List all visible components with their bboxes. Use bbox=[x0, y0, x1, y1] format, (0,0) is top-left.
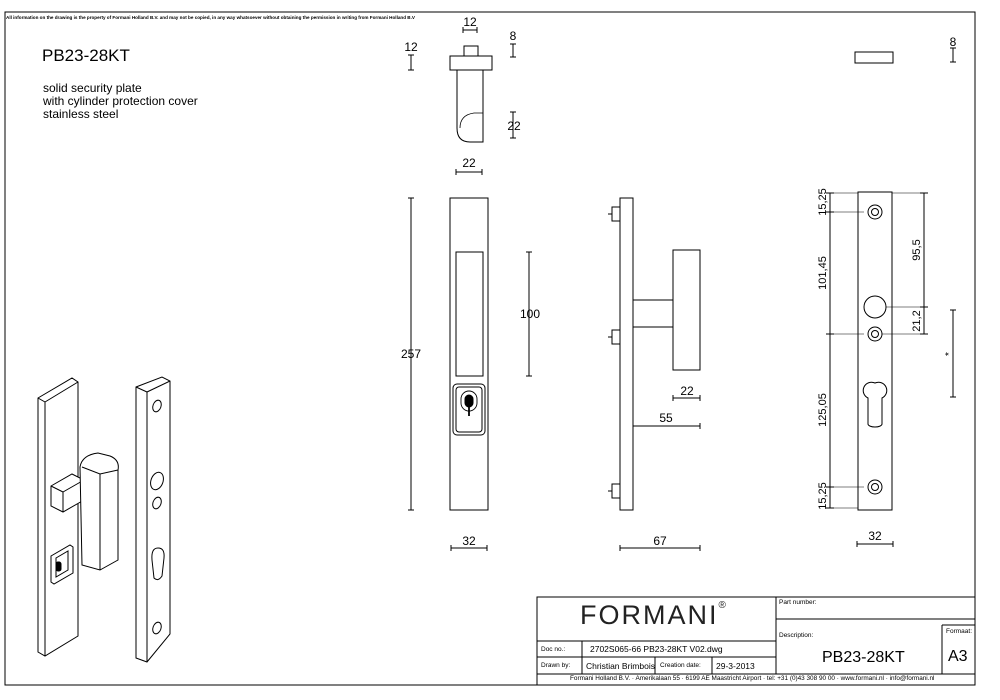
dim-back-width: 32 bbox=[856, 529, 894, 547]
dim-label: 8 bbox=[950, 35, 957, 49]
dim-label: 95,5 bbox=[911, 239, 923, 260]
brand-logo: FORMANI® bbox=[580, 600, 728, 631]
dim-total-depth: 67 bbox=[619, 534, 701, 551]
plate-section bbox=[854, 51, 894, 64]
product-code: PB23-28KT bbox=[42, 46, 130, 65]
description-line: stainless steel bbox=[43, 107, 119, 121]
description-value: PB23-28KT bbox=[822, 649, 905, 666]
description-line: with cylinder protection cover bbox=[43, 94, 198, 108]
disclaimer-text: All information on the drawing is the pr… bbox=[6, 15, 415, 20]
doc-no-value: 2702S065-66 PB23-28KT V02.dwg bbox=[590, 644, 723, 654]
format-label: Formaat: bbox=[946, 628, 973, 635]
dim-label: 100 bbox=[520, 307, 540, 321]
product-description: solid security plate with cylinder prote… bbox=[43, 82, 198, 121]
dim-knob-width: 22 bbox=[455, 156, 483, 175]
dim-label: 22 bbox=[462, 156, 476, 170]
dim-plate-thickness: 8 bbox=[950, 35, 957, 63]
back-right-dim-chain bbox=[882, 192, 956, 398]
dim-knob-depth-top: 8 bbox=[510, 29, 517, 58]
dim-label: 22 bbox=[680, 384, 694, 398]
title-block bbox=[536, 596, 976, 686]
back-left-dim-chain bbox=[826, 192, 864, 509]
dim-handle-thickness: 22 bbox=[672, 384, 701, 401]
drawing-border bbox=[4, 11, 976, 686]
format-value: A3 bbox=[948, 648, 968, 665]
dim-projection: 55 bbox=[632, 411, 701, 429]
doc-no-label: Doc no.: bbox=[541, 646, 566, 653]
dim-cap-width: 12 bbox=[462, 15, 478, 33]
isometric-view bbox=[37, 376, 171, 663]
front-view bbox=[449, 197, 489, 511]
dim-knob-depth-side: 22 bbox=[507, 111, 521, 139]
dim-label: 32 bbox=[868, 529, 882, 543]
dim-label: 21,2 bbox=[911, 310, 923, 331]
dim-label: 67 bbox=[653, 534, 667, 548]
dim-label: 15,25 bbox=[817, 482, 829, 510]
creation-date-value: 29-3-2013 bbox=[716, 661, 755, 671]
dim-plate-length: 257 bbox=[401, 197, 421, 511]
dim-front-width: 32 bbox=[450, 534, 488, 551]
drawn-by-value: Christian Brimbois bbox=[586, 661, 655, 671]
dim-label: 55 bbox=[659, 411, 673, 425]
dim-label: 15,25 bbox=[817, 188, 829, 216]
dim-label: 22 bbox=[507, 119, 521, 133]
dim-label: 12 bbox=[404, 40, 418, 54]
dim-label: 125,05 bbox=[817, 393, 829, 427]
dim-cap-height: 12 bbox=[404, 40, 418, 71]
creation-date-label: Creation date: bbox=[660, 662, 701, 669]
dim-label: 32 bbox=[462, 534, 476, 548]
registered-mark: ® bbox=[718, 600, 728, 611]
back-view bbox=[857, 191, 893, 511]
side-view bbox=[608, 197, 701, 511]
dim-label: 257 bbox=[401, 347, 421, 361]
dim-label: 8 bbox=[510, 29, 517, 43]
brand-name: FORMANI bbox=[580, 600, 719, 630]
dim-label: * bbox=[944, 352, 955, 356]
description-label: Description: bbox=[779, 632, 814, 639]
dim-window-height: 100 bbox=[520, 251, 540, 377]
part-number-label: Part number: bbox=[779, 599, 817, 606]
knob-top-view bbox=[449, 45, 493, 143]
drawn-by-label: Drawn by: bbox=[541, 662, 571, 669]
description-line: solid security plate bbox=[43, 81, 142, 95]
dim-label: 101,45 bbox=[817, 256, 829, 290]
company-footer: Formani Holland B.V. · Amerikalaan 55 · … bbox=[570, 675, 935, 682]
dim-label: 12 bbox=[463, 15, 477, 29]
